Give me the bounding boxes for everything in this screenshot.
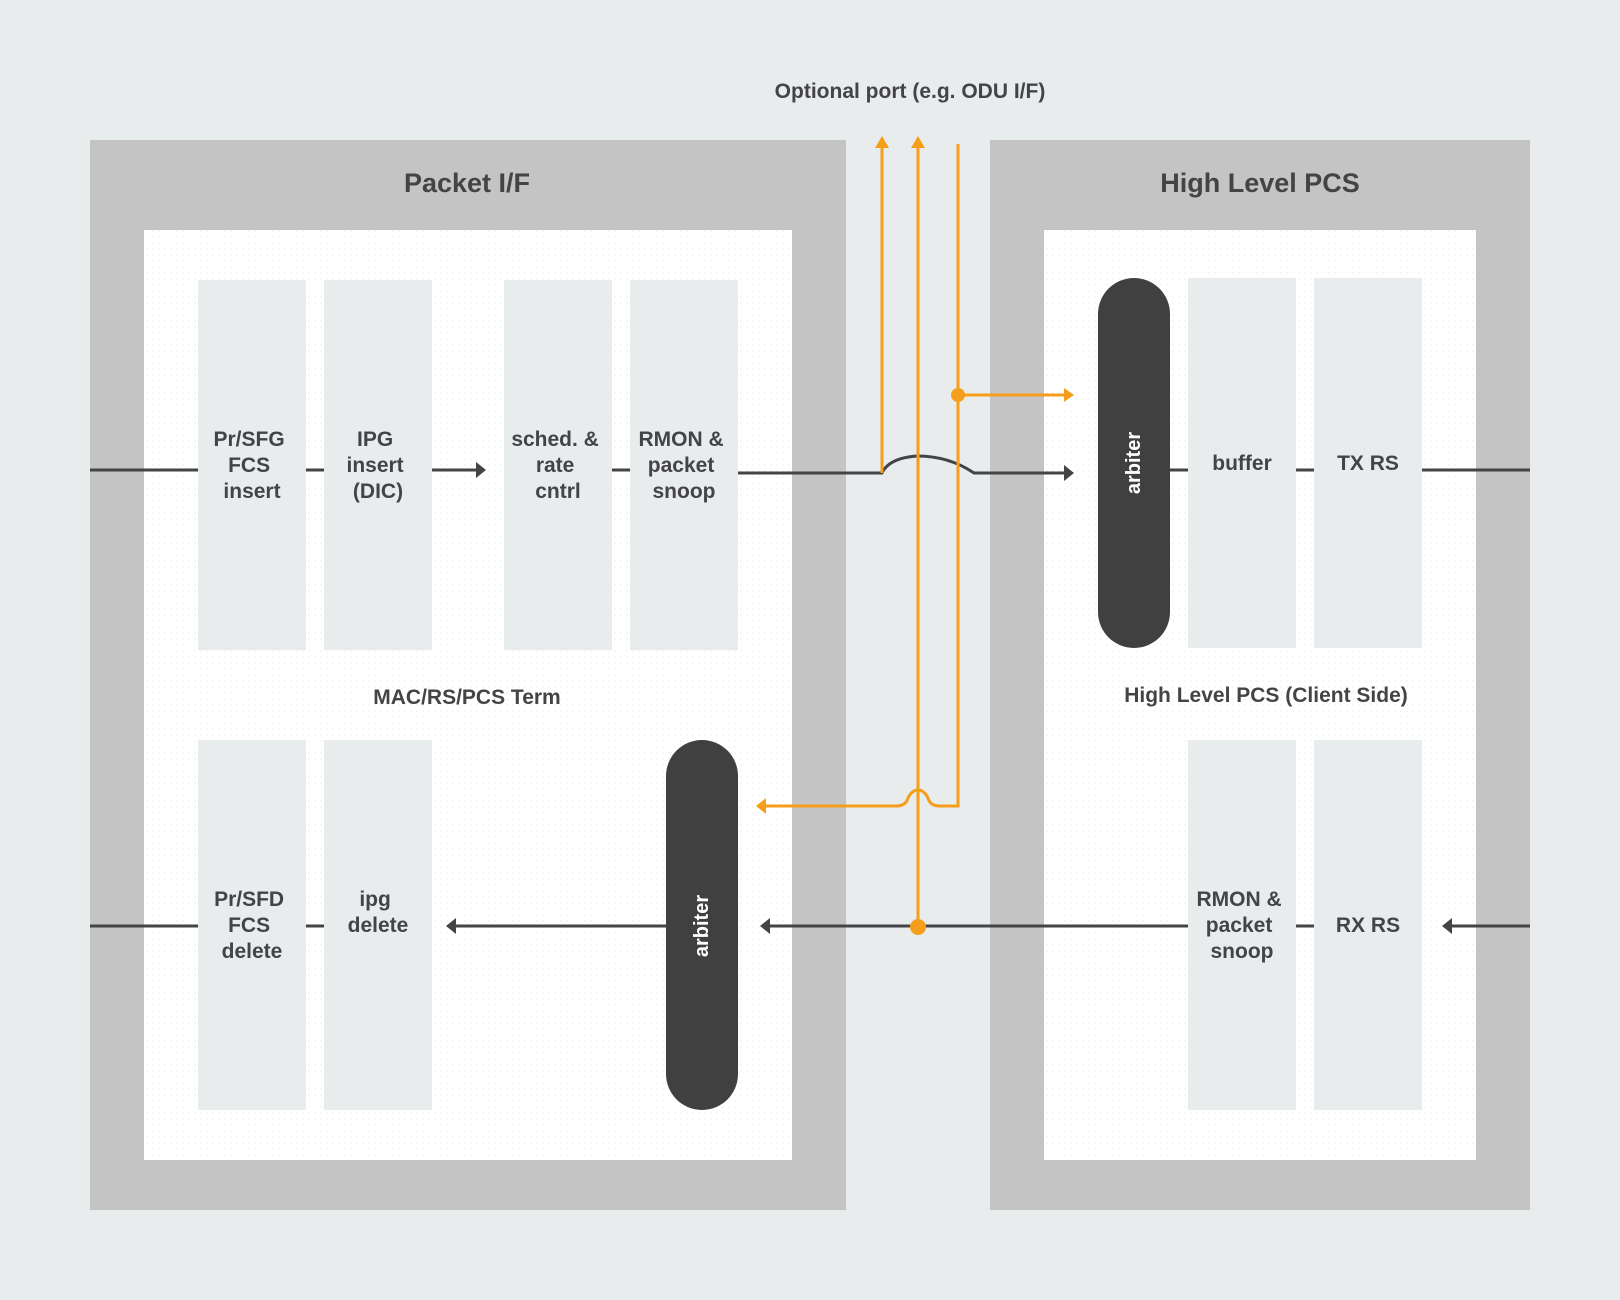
block-label-line: cntrl xyxy=(535,480,581,503)
arrow-head xyxy=(911,136,925,148)
arrow-head xyxy=(446,918,456,934)
block-label-line: Pr/SFD xyxy=(214,888,284,911)
block-buffer: buffer xyxy=(1188,278,1296,648)
block-label-line: delete xyxy=(348,914,409,937)
arrow-head xyxy=(476,462,486,478)
arrow-head xyxy=(760,918,770,934)
block-label-line: RMON & xyxy=(1196,888,1281,911)
arbiter-tx: arbiter xyxy=(1098,278,1170,648)
block-label-line: Pr/SFG xyxy=(213,428,284,451)
block-pr-sfd-fcs-delete: Pr/SFD FCS delete xyxy=(198,740,306,1110)
block-pr-sfg-fcs-insert: Pr/SFG FCS insert xyxy=(198,280,306,650)
block-rx-rs: RX RS xyxy=(1314,740,1422,1110)
arrow-head xyxy=(756,798,766,814)
arbiter-rx-label: arbiter xyxy=(691,895,713,957)
svg-text:ipg delete: ipg delete xyxy=(348,888,409,937)
block-label-line: insert xyxy=(223,480,280,503)
block-label-line: FCS xyxy=(228,914,270,937)
block-label-line: snoop xyxy=(653,480,716,503)
junction-dot xyxy=(951,388,965,402)
block-label-line: insert xyxy=(346,454,403,477)
block-label-line: buffer xyxy=(1212,452,1272,475)
svg-text:Pr/SFD FCS delete: Pr/SFD FCS delete xyxy=(214,888,290,963)
block-label-line: packet xyxy=(648,454,715,477)
block-sched-rate-cntrl: sched. & rate cntrl xyxy=(504,280,612,650)
junction-dot xyxy=(910,919,926,935)
block-rmon-packet-snoop-rx: RMON & packet snoop xyxy=(1188,740,1296,1110)
arrow-head xyxy=(1064,465,1074,481)
svg-text:Pr/SFG FCS insert: Pr/SFG FCS insert xyxy=(213,428,290,503)
block-rmon-packet-snoop-tx: RMON & packet snoop xyxy=(630,280,738,650)
block-label-line: (DIC) xyxy=(353,480,403,503)
arbiter-rx: arbiter xyxy=(666,740,738,1110)
block-label-line: delete xyxy=(222,940,283,963)
svg-text:sched. & rate cntr: sched. & rate cntrl xyxy=(511,428,604,503)
arrow-head xyxy=(1064,388,1074,402)
block-tx-rs: TX RS xyxy=(1314,278,1422,648)
optional-port-label: Optional port (e.g. ODU I/F) xyxy=(775,80,1046,103)
svg-text:RMON & packet snoo: RMON & packet snoop xyxy=(638,428,729,503)
block-label-line: IPG xyxy=(357,428,393,451)
block-label-line: packet xyxy=(1206,914,1273,937)
block-label-line: RX RS xyxy=(1336,914,1400,937)
svg-text:RMON & packet snoo: RMON & packet snoop xyxy=(1196,888,1287,963)
svg-text:IPG insert (DIC): IPG insert (DIC) xyxy=(346,428,409,503)
block-ipg-insert-dic: IPG insert (DIC) xyxy=(324,280,432,650)
block-label-line: rate xyxy=(536,454,575,477)
arrow-head xyxy=(1442,918,1452,934)
high-level-pcs-client-label: High Level PCS (Client Side) xyxy=(1124,684,1408,707)
block-ipg-delete: ipg delete xyxy=(324,740,432,1110)
arbiter-tx-label: arbiter xyxy=(1123,432,1145,494)
block-label-line: sched. & xyxy=(511,428,599,451)
block-label-line: snoop xyxy=(1211,940,1274,963)
block-label-line: FCS xyxy=(228,454,270,477)
arrow-head xyxy=(875,136,889,148)
mac-rs-pcs-term-label: MAC/RS/PCS Term xyxy=(373,686,560,709)
block-label-line: ipg xyxy=(359,888,391,911)
rx-signal-path xyxy=(90,918,1530,934)
high-level-pcs-title: High Level PCS xyxy=(1160,168,1360,198)
optional-port-paths xyxy=(756,136,1074,935)
block-label-line: RMON & xyxy=(638,428,723,451)
packet-if-title: Packet I/F xyxy=(404,168,530,198)
block-label-line: TX RS xyxy=(1337,452,1399,475)
